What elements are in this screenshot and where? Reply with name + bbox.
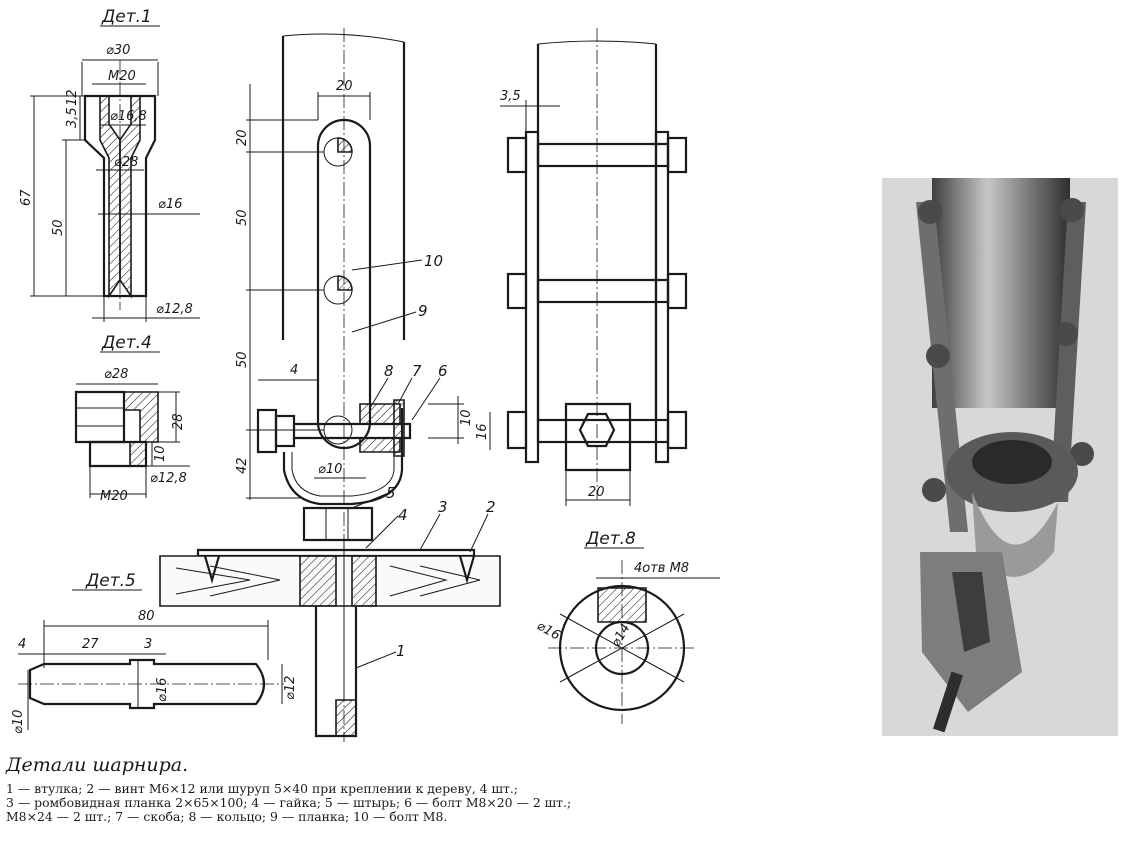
dim-d1-12-8: ⌀12,8	[156, 302, 193, 317]
side-bolt-middle	[506, 272, 688, 310]
dim-d5-12: ⌀12	[283, 676, 298, 700]
caption-title: Детали шарнира.	[6, 754, 189, 776]
dim-side-16: 16	[475, 423, 490, 440]
callouts: 10 9 8 7 6 5 4 3 2 1	[351, 252, 496, 669]
dim-d1-30: ⌀30	[106, 43, 130, 58]
dim-d1-3-5: 3,5	[65, 107, 80, 128]
dim-d4-28v: 28	[171, 413, 186, 430]
caption-line-3: М8×24 — 2 шт.; 7 — скоба; 8 — кольцо; 9 …	[6, 809, 448, 824]
callout-5: 5	[386, 484, 396, 502]
figure-caption: Детали шарнира. 1 — втулка; 2 — винт М6×…	[6, 754, 1126, 824]
detail-1-bushing: Дет.1 ⌀30 M20 ⌀16,8 ⌀28 ⌀16 67 50 3,5 12	[19, 7, 200, 322]
callout-10: 10	[424, 252, 443, 270]
side-view: 3,5 16 20	[475, 28, 688, 506]
dim-d8-14: ⌀14	[608, 621, 633, 650]
detail-4-label: Дет.4	[101, 333, 152, 353]
dim-d1-16-8: ⌀16,8	[110, 109, 147, 124]
hinge-photograph	[872, 172, 1124, 744]
callout-7: 7	[412, 362, 422, 380]
detail-1-label: Дет.1	[101, 7, 152, 27]
dim-d1-50: 50	[51, 219, 66, 236]
dim-d1-12: 12	[65, 89, 80, 106]
dim-d8-hole: 4отв M8	[634, 561, 689, 576]
dim-d1-28: ⌀28	[114, 155, 138, 170]
dim-main-4: 4	[290, 363, 298, 378]
dim-d5-10: ⌀10	[11, 710, 26, 734]
callout-6: 6	[438, 362, 448, 380]
dim-main-50b: 50	[235, 351, 250, 368]
dim-d1-16: ⌀16	[158, 197, 182, 212]
caption-line-1: 1 — втулка; 2 — винт М6×12 или шуруп 5×4…	[6, 781, 518, 796]
dim-side-20: 20	[588, 485, 605, 500]
dim-main-20-top: 20	[336, 79, 353, 94]
detail-8-label: Дет.8	[585, 529, 636, 549]
callout-8: 8	[384, 362, 394, 380]
dim-d8-16: ⌀16	[534, 618, 563, 643]
side-bolt-top	[506, 136, 688, 174]
dim-main-50a: 50	[235, 209, 250, 226]
dim-d5-27: 27	[82, 637, 99, 652]
dim-main-phi10: ⌀10	[318, 462, 342, 477]
dim-main-42: 42	[235, 457, 250, 474]
caption-line-2: 3 — ромбовидная планка 2×65×100; 4 — гай…	[6, 795, 572, 810]
callout-3: 3	[438, 498, 448, 516]
callout-9: 9	[418, 302, 428, 320]
dim-d4-12-8: ⌀12,8	[150, 471, 187, 486]
dim-d5-80: 80	[138, 609, 155, 624]
dim-side-3-5: 3,5	[500, 89, 521, 104]
dim-d4-10: 10	[153, 445, 168, 462]
detail-8-ring: Дет.8 4отв M8 ⌀16 ⌀14	[534, 529, 720, 724]
detail-5-pin: Дет.5 80 4 27 3 ⌀16 ⌀12 ⌀10	[11, 571, 298, 734]
detail-4-nut: Дет.4 ⌀28 28 10 ⌀12,8 M20	[74, 333, 190, 504]
dim-d5-4: 4	[18, 637, 26, 652]
callout-2: 2	[486, 498, 496, 516]
dim-main-20: 20	[235, 129, 250, 146]
dim-d5-3: 3	[144, 637, 152, 652]
side-bolt-bottom	[506, 402, 688, 472]
callout-1: 1	[396, 642, 406, 660]
detail-5-label: Дет.5	[85, 571, 136, 591]
dim-d1-m20: M20	[108, 69, 136, 84]
dim-d4-m20: M20	[100, 489, 128, 504]
callout-4: 4	[398, 506, 408, 524]
main-assembly: 20 20 50 50 42 4 10 ⌀10	[159, 28, 501, 742]
dim-d1-67: 67	[19, 189, 34, 206]
dim-d5-16: ⌀16	[155, 678, 170, 702]
dim-main-10: 10	[459, 409, 474, 426]
dim-d4-28: ⌀28	[104, 367, 128, 382]
